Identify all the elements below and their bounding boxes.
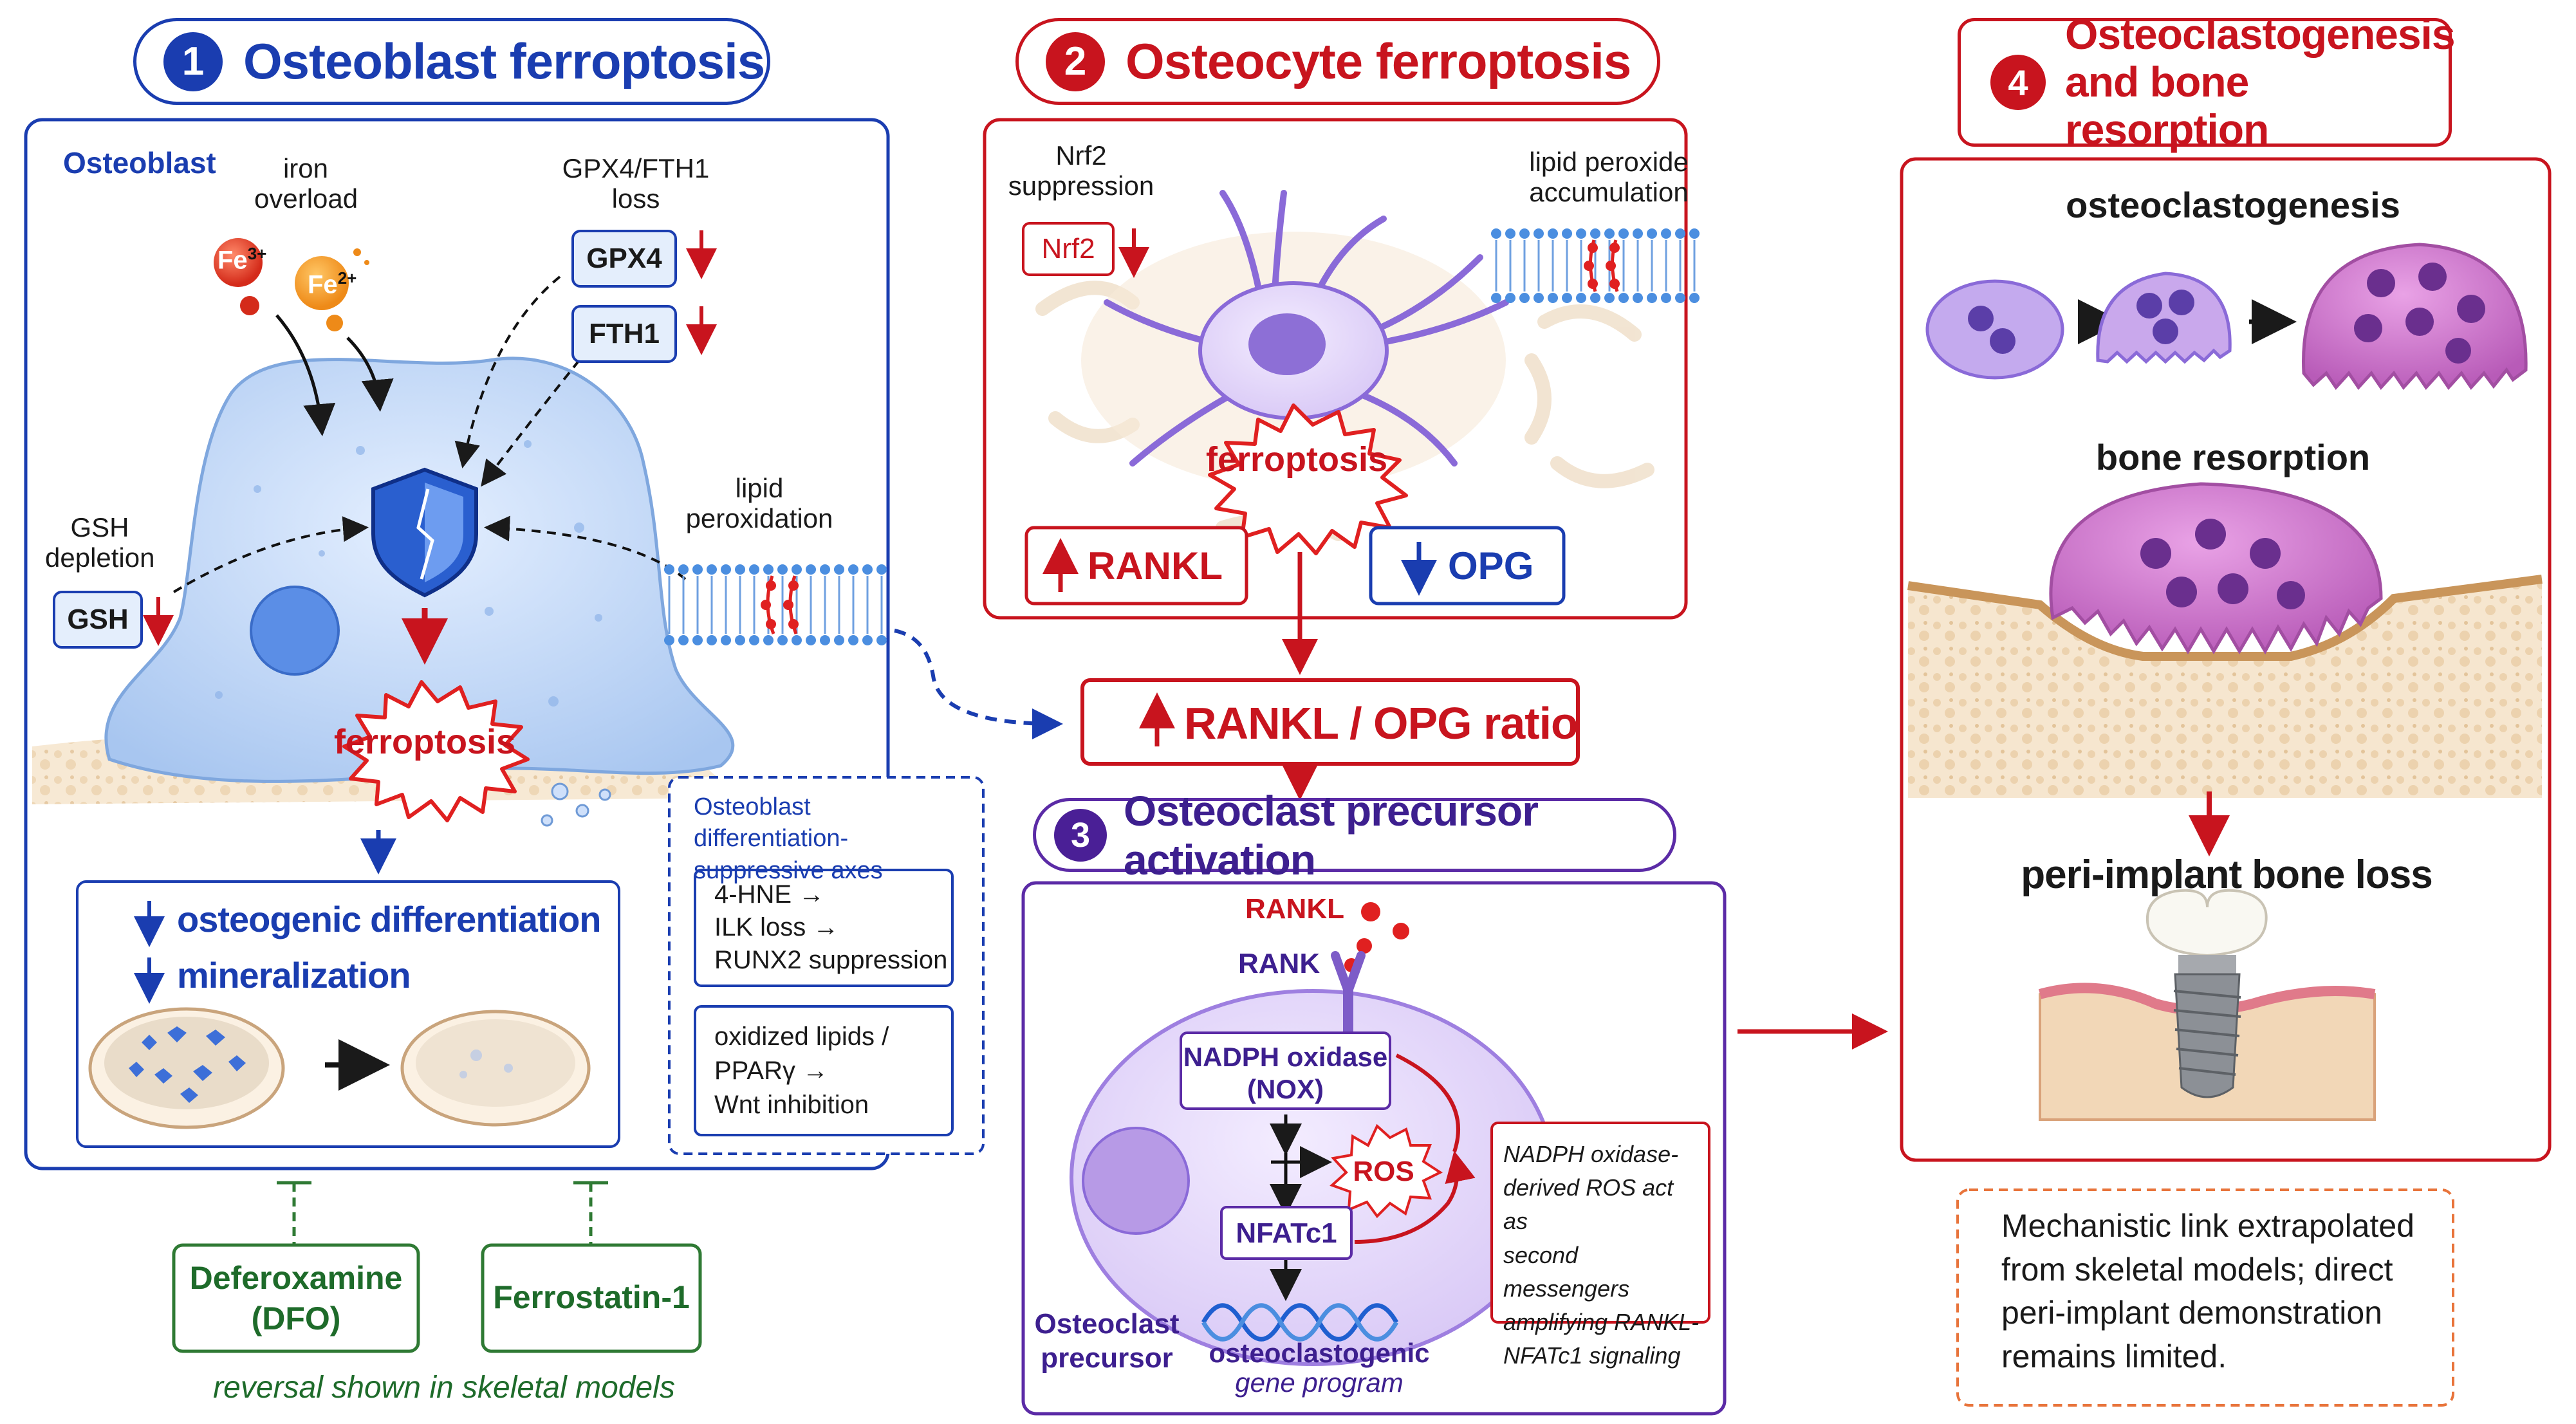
ferroptosis-label-osteoblast: ferroptosis bbox=[333, 723, 516, 761]
panel4-title: Osteoclastogenesis and bone resorption bbox=[2065, 10, 2456, 154]
panel4-title-line2: and bone resorption bbox=[2065, 58, 2269, 153]
rankl-up-label: RANKL bbox=[1088, 544, 1223, 587]
precursor-line: precursor bbox=[1041, 1342, 1173, 1374]
panel2-number-badge: 2 bbox=[1046, 32, 1105, 91]
axis1-line: 4-HNE → bbox=[714, 880, 825, 909]
gene-line: gene program bbox=[1235, 1367, 1404, 1398]
nrf2-suppression-label: Nrf2 suppression bbox=[1008, 140, 1154, 201]
ros-note-line: NADPH oxidase- bbox=[1503, 1141, 1679, 1167]
osteoblast-label: Osteoblast bbox=[63, 146, 216, 180]
panel2-title: Osteocyte ferroptosis bbox=[1126, 33, 1631, 89]
nox-abbrev: (NOX) bbox=[1247, 1074, 1324, 1105]
gene-line: osteoclastogenic bbox=[1209, 1338, 1430, 1368]
panel3-title: Osteoclast precursor activation bbox=[1124, 786, 1539, 883]
ros-note-line: derived ROS act as bbox=[1503, 1174, 1674, 1235]
caveat-line: remains limited. bbox=[2001, 1338, 2227, 1374]
deferoxamine-label: Deferoxamine bbox=[189, 1260, 403, 1296]
precursor-line: Osteoclast bbox=[1034, 1308, 1180, 1340]
ros-note-line: second messengers bbox=[1503, 1241, 1630, 1302]
ros-note-line: NFATc1 signaling bbox=[1503, 1342, 1681, 1369]
panel1-title-pill: 1 Osteoblast ferroptosis bbox=[133, 18, 770, 105]
gene-program-label: osteoclastogenic gene program bbox=[1197, 1338, 1441, 1398]
osteogenic-differentiation-label: osteogenic differentiation bbox=[177, 899, 601, 939]
fe3-symbol: Fe bbox=[218, 246, 248, 275]
fe2-ion: Fe2+ bbox=[308, 268, 357, 299]
fe3-ion: Fe3+ bbox=[218, 244, 267, 275]
ros-note-box: NADPH oxidase- derived ROS act as second… bbox=[1503, 1138, 1703, 1373]
gsh-depletion-label: GSH depletion bbox=[45, 512, 155, 573]
reversal-note: reversal shown in skeletal models bbox=[213, 1371, 675, 1405]
fth1-box: FTH1 bbox=[571, 305, 677, 363]
dfo-label: (DFO) bbox=[251, 1300, 341, 1336]
panel2-title-pill: 2 Osteocyte ferroptosis bbox=[1015, 18, 1660, 105]
caveat-line: Mechanistic link extrapolated bbox=[2001, 1208, 2414, 1244]
nrf2-box: Nrf2 bbox=[1041, 233, 1095, 264]
axis1-line: RUNX2 suppression bbox=[714, 946, 948, 975]
gpx4-fth1-loss-label: GPX4/FTH1 loss bbox=[562, 153, 710, 214]
lipid-peroxidation-label: lipid peroxidation bbox=[685, 473, 833, 534]
deferoxamine-box: Deferoxamine (DFO) bbox=[174, 1258, 418, 1338]
fe2-charge: 2+ bbox=[337, 268, 357, 288]
rankl-opg-ratio-label: RANKL / OPG ratio bbox=[1184, 698, 1579, 748]
axis2-box: oxidized lipids / PPARγ → Wnt inhibition bbox=[714, 1020, 889, 1123]
panel4-title-box: 4 Osteoclastogenesis and bone resorption bbox=[1958, 10, 2456, 153]
nfatc1-box: NFATc1 bbox=[1236, 1217, 1337, 1249]
panel1-number-badge: 1 bbox=[163, 32, 223, 91]
panel4-number-badge: 4 bbox=[1990, 55, 2046, 110]
ferroptosis-label-osteocyte: ferroptosis bbox=[1205, 440, 1388, 479]
peri-implant-bone-loss-label: peri-implant bone loss bbox=[2021, 853, 2432, 897]
iron-overload-label: iron overload bbox=[254, 153, 358, 214]
ferrostatin-box: Ferrostatin-1 bbox=[493, 1279, 690, 1315]
osteoclastogenesis-label: osteoclastogenesis bbox=[2066, 185, 2400, 225]
ros-label: ROS bbox=[1353, 1156, 1414, 1187]
bone-resorption-label: bone resorption bbox=[2095, 437, 2371, 477]
gpx4-box: GPX4 bbox=[571, 230, 677, 288]
fe2-symbol: Fe bbox=[308, 270, 338, 299]
axis2-line: oxidized lipids / bbox=[714, 1022, 889, 1051]
gsh-box: GSH bbox=[53, 591, 143, 649]
opg-down-label: OPG bbox=[1448, 544, 1534, 587]
rank-receptor-label: RANK bbox=[1238, 948, 1320, 979]
axes-title: Osteoblast differentiation-suppressive a… bbox=[694, 793, 883, 884]
mineralization-label: mineralization bbox=[177, 955, 411, 995]
panel1-title: Osteoblast ferroptosis bbox=[243, 33, 765, 89]
nox-box: NADPH oxidase (NOX) bbox=[1181, 1041, 1390, 1106]
axis2-line: PPARγ → bbox=[714, 1057, 829, 1086]
axis2-line: Wnt inhibition bbox=[714, 1091, 869, 1120]
ros-note-line: amplifying RANKL- bbox=[1503, 1308, 1700, 1335]
panel3-number-badge: 3 bbox=[1054, 808, 1107, 862]
nox-label: NADPH oxidase bbox=[1183, 1042, 1388, 1072]
osteoclast-precursor-label: Osteoclast precursor bbox=[1030, 1308, 1184, 1376]
axis1-box: 4-HNE → ILK loss → RUNX2 suppression bbox=[714, 878, 947, 977]
panel4-title-line1: Osteoclastogenesis bbox=[2065, 10, 2456, 59]
axis1-line: ILK loss → bbox=[714, 913, 839, 942]
caveat-text: Mechanistic link extrapolated from skele… bbox=[2001, 1205, 2414, 1378]
fe3-charge: 3+ bbox=[247, 244, 267, 263]
lipid-peroxide-label: lipid peroxide accumulation bbox=[1529, 147, 1689, 208]
panel3-title-pill: 3 Osteoclast precursor activation bbox=[1033, 787, 1676, 883]
rankl-ligand-label: RANKL bbox=[1245, 893, 1344, 925]
caveat-line: from skeletal models; direct bbox=[2001, 1251, 2393, 1288]
caveat-line: peri-implant demonstration bbox=[2001, 1295, 2382, 1331]
